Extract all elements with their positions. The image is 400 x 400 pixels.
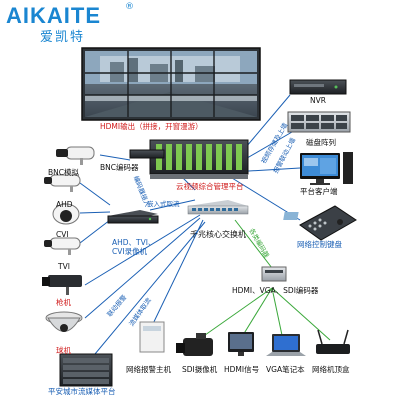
link-bnc-encoder: [99, 154, 131, 161]
brand-chinese-name: 爱凯特: [40, 30, 86, 45]
tvi-label: TVI: [58, 262, 70, 271]
disk-array-label: 磁盘阵列: [306, 138, 336, 147]
client-pc-device: [300, 152, 353, 185]
vga-laptop-label: VGA笔记本: [266, 365, 305, 374]
gun-camera: [42, 275, 82, 295]
dvr-label-line2: CVI录像机: [112, 247, 148, 256]
nvr-device: [289, 79, 347, 95]
sdi-camera-label: SDI摄像机: [182, 365, 218, 374]
safe-city-server: [59, 353, 113, 387]
link-enc-vga: [271, 287, 284, 341]
link-dvr-switch: [149, 199, 196, 211]
safe-city-label: 平安城市流媒体平台: [48, 387, 116, 396]
link-enc-hdmi: [239, 287, 273, 341]
bnc-analog-label: BNC模拟: [48, 168, 79, 177]
brand-logo: AIKAITE ® 爱凯特: [6, 2, 156, 45]
brand-registered-mark: ®: [125, 2, 134, 12]
encoders-label: HDMI、VGA、SDI编码器: [232, 286, 319, 295]
link-dome-switch: [84, 217, 201, 319]
vga-laptop: [266, 334, 306, 356]
link-alarm-switch: [149, 219, 204, 331]
network-keyboard-device: [283, 205, 357, 241]
sdi-camera: [176, 333, 213, 356]
bnc-encoder-device: [129, 149, 165, 159]
ahd-label: AHD: [56, 200, 73, 209]
link-city-switch: [89, 221, 206, 361]
hdmi-output-label: HDMI输出（拼接，开窗漫游）: [100, 122, 203, 131]
bnc-encoder-label: BNC编码器: [100, 163, 139, 172]
link-tvi-dvr: [79, 219, 111, 244]
disk-array-device: [287, 111, 351, 133]
link-enc-sdi: [197, 287, 273, 341]
ahd-camera: [44, 174, 81, 192]
tvi-camera: [44, 237, 81, 255]
hdmi-source-monitor: [228, 332, 254, 356]
embedded-link-label: 嵌入式取流: [147, 200, 180, 208]
network-stb: [316, 329, 350, 354]
cloud-platform-label: 云视频综合管理平台: [176, 182, 244, 191]
hdmi-vga-sdi-encoder-device: [261, 266, 287, 282]
platform-server: [149, 139, 249, 179]
link-cvi-dvr: [79, 211, 111, 214]
nvr-label: NVR: [310, 96, 326, 105]
link-enc-stb: [271, 287, 331, 341]
link-gun-switch: [84, 214, 201, 286]
keyboard-label: 网络控制键盘: [297, 240, 342, 249]
cvi-camera: [52, 203, 80, 225]
dvr-device: [107, 210, 159, 224]
net-stb-label: 网络机顶盒: [312, 365, 350, 374]
core-switch: [187, 200, 249, 215]
green-links: [197, 219, 331, 341]
gun-camera-label: 枪机: [56, 298, 71, 307]
bnc-camera: [56, 146, 95, 165]
link-switch-encoders: [234, 219, 273, 269]
link-ahd-dvr: [79, 182, 111, 206]
video-wall: [81, 47, 261, 121]
dome-camera-label: 球机: [56, 346, 71, 355]
client-label: 平台客户端: [300, 187, 338, 196]
dome-camera: [45, 311, 83, 332]
brand-name: AIKAITE: [6, 3, 101, 28]
alarm-host-device: [139, 321, 165, 353]
cvi-label: CVI: [56, 230, 69, 239]
blue-links: [79, 94, 301, 361]
hdmi-source-label: HDMI信号: [224, 365, 260, 374]
core-switch-label: 千兆核心交换机: [190, 230, 246, 239]
alarm-host-label: 网络报警主机: [126, 365, 171, 374]
dvr-label-line1: AHD、TVI、: [112, 238, 156, 247]
